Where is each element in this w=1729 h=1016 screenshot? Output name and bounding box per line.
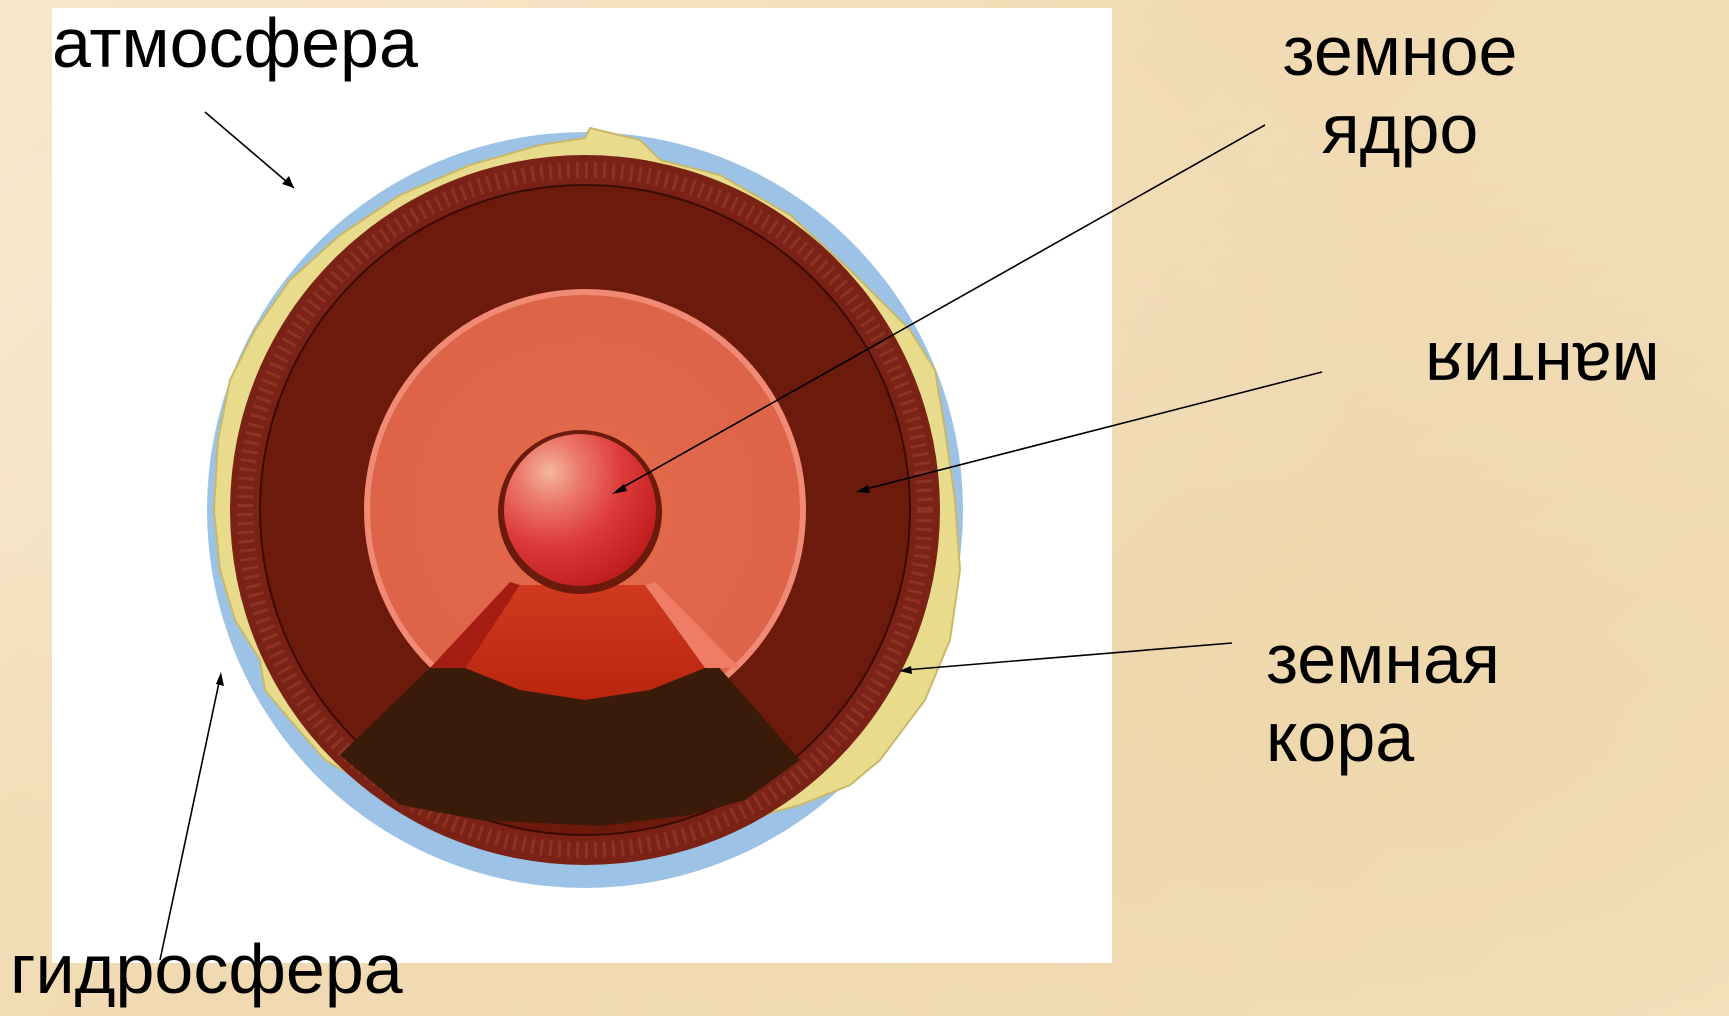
hydrosphere-pointer-line <box>160 678 220 960</box>
crust-label-line1: земная <box>1266 620 1500 698</box>
hydrosphere-label: гидросфера <box>10 930 403 1008</box>
atmosphere-label: атмосфера <box>52 4 418 82</box>
crust-pointer-line <box>905 643 1232 670</box>
atmosphere-arrowhead <box>282 176 294 188</box>
crust-label: земная кора <box>1266 620 1500 776</box>
core-label-line2: ядро <box>1260 90 1540 168</box>
hydrosphere-arrowhead <box>216 672 224 686</box>
core-label-line1: земное <box>1260 12 1540 90</box>
inner-core-sphere <box>504 434 656 586</box>
atmosphere-pointer-line <box>205 112 294 188</box>
mantle-label: мантия <box>1425 328 1660 406</box>
core-label: земное ядро <box>1260 12 1540 168</box>
crust-label-line2: кора <box>1266 698 1500 776</box>
